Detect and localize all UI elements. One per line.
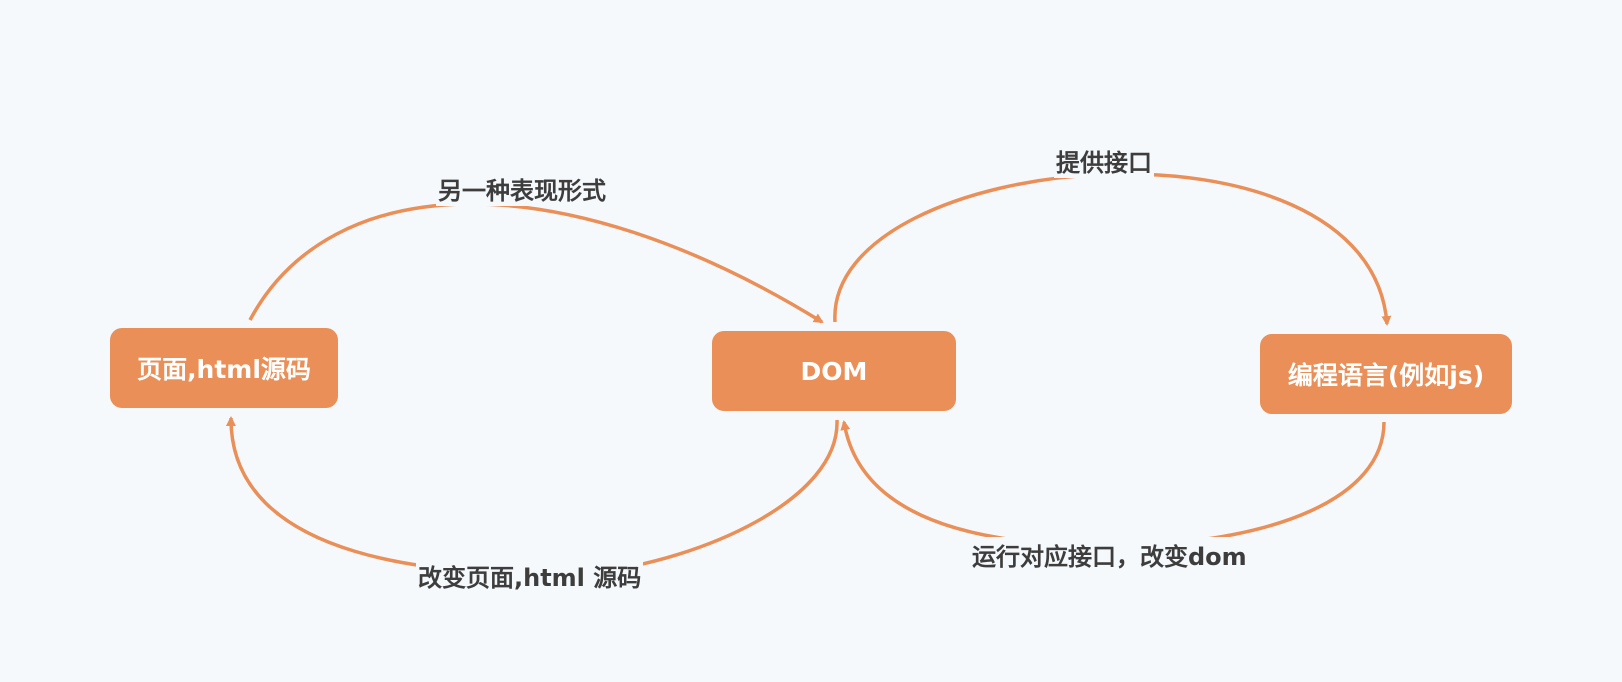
edge-label-page-to-dom: 另一种表现形式 — [436, 171, 608, 206]
edge-page-to-dom — [248, 202, 824, 324]
node-page-html-source: 页面,html源码 — [110, 328, 338, 408]
edge-lang-to-dom — [840, 420, 1386, 548]
edge-label-dom-to-page: 改变页面,html 源码 — [416, 558, 644, 593]
edge-label-lang-to-dom: 运行对应接口，改变dom — [970, 537, 1249, 572]
edge-dom-to-page — [225, 416, 839, 576]
node-programming-language: 编程语言(例如js) — [1260, 334, 1512, 414]
edge-dom-to-lang — [833, 172, 1392, 326]
edge-label-dom-to-lang: 提供接口 — [1054, 143, 1154, 178]
node-dom: DOM — [712, 331, 956, 411]
